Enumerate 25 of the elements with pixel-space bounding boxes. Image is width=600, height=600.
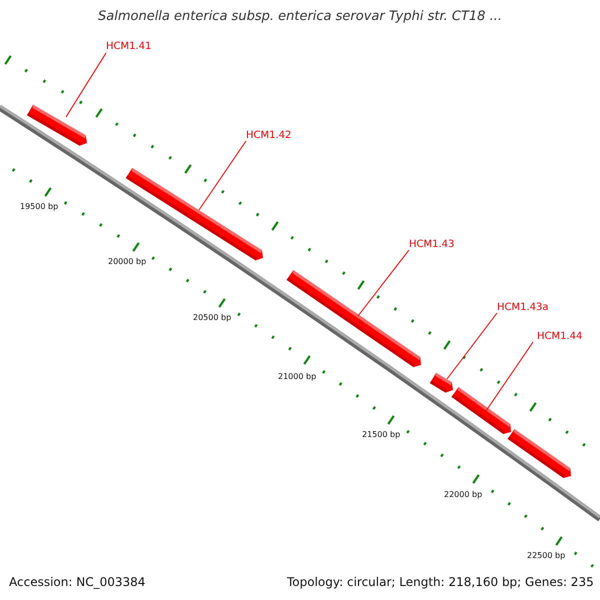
gene-feature (430, 372, 453, 393)
gene-feature (27, 104, 87, 146)
gene-label: HCM1.42 (246, 130, 292, 141)
leader-line (358, 250, 410, 316)
gene-feature (508, 429, 571, 478)
gene-label: HCM1.44 (537, 331, 582, 342)
footer-text: Accession: NC_003384 (9, 575, 146, 589)
tick-label: 22500 bp (527, 551, 566, 560)
footer-text: Topology: circular; Length: 218,160 bp; Genes: 235 (287, 575, 594, 589)
leader-line (66, 52, 106, 118)
diagram-title: Salmonella enterica subsp. enterica serovar Typhi str. CT18 ... (97, 9, 503, 24)
gene-label: HCM1.43a (497, 302, 549, 313)
gene-feature (286, 270, 421, 368)
gene-feature (452, 387, 511, 434)
tick-label: 20500 bp (193, 313, 232, 322)
leader-line (198, 140, 246, 210)
tick-label: 20000 bp (108, 257, 146, 266)
leader-line (486, 342, 534, 412)
gene-label: HCM1.41 (106, 41, 152, 52)
tick-label: 21500 bp (362, 430, 400, 439)
tick-label: 22000 bp (444, 490, 482, 499)
leader-line (446, 312, 498, 380)
tick-label: 19500 bp (20, 202, 58, 211)
gene-label: HCM1.43 (409, 239, 454, 250)
tick-label: 21000 bp (278, 372, 316, 381)
